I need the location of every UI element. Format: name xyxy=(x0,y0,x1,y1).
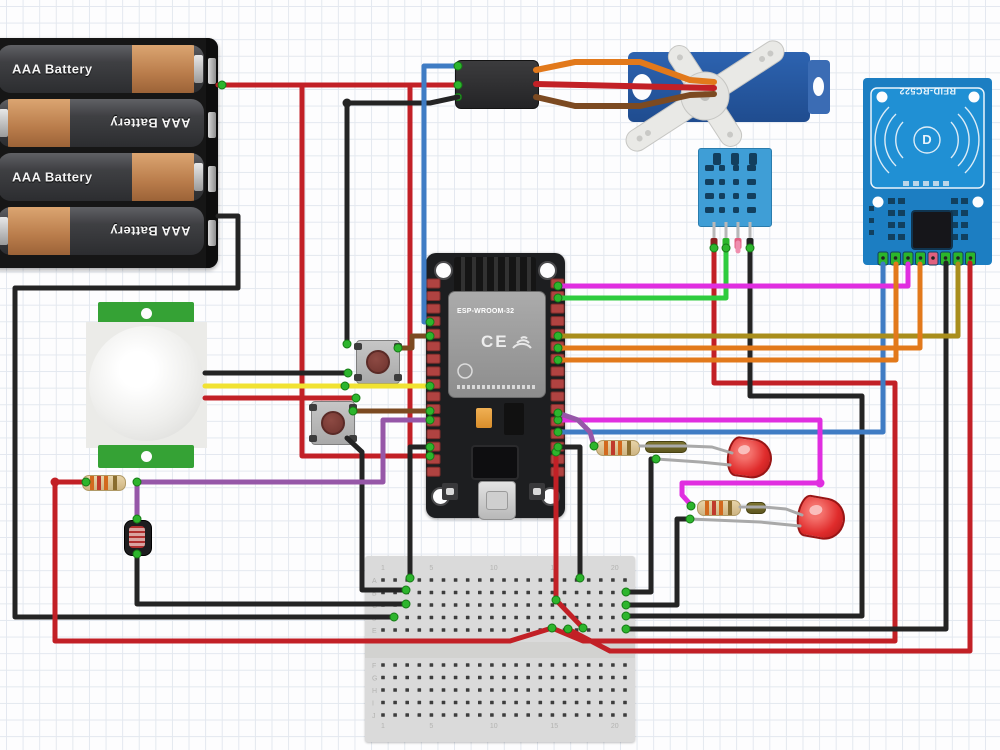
wire-rfid-blue[interactable] xyxy=(555,261,886,435)
battery-cell-label: AAA Battery xyxy=(109,223,191,239)
dht11-leg-tip xyxy=(710,238,718,249)
battery-spring xyxy=(208,58,216,84)
connection-dot xyxy=(651,454,661,464)
esp32-antenna xyxy=(454,257,536,295)
wire-rfid-orange1[interactable] xyxy=(555,261,923,351)
mount-hole xyxy=(538,261,557,280)
connection-dot xyxy=(343,368,353,378)
ce-mark: CE xyxy=(481,332,509,351)
rfid-label: RFID-RC522 xyxy=(899,86,957,96)
button-cap[interactable] xyxy=(366,350,390,374)
battery-cell: AAA Battery xyxy=(0,45,204,93)
pir-dome-lens xyxy=(89,326,204,441)
battery-contacts xyxy=(206,38,218,268)
wire-rfid-olive[interactable] xyxy=(555,261,961,339)
esp32-usb-chip xyxy=(473,447,517,478)
connection-dot xyxy=(721,243,731,253)
connection-dot xyxy=(342,339,352,349)
shield-fine-print xyxy=(457,385,537,389)
pir-motion-sensor[interactable] xyxy=(86,302,207,468)
connection-dot xyxy=(709,243,719,253)
battery-cell: AAA Battery xyxy=(0,153,204,201)
en-button[interactable] xyxy=(442,483,458,500)
push-button-2[interactable] xyxy=(309,401,357,445)
battery-spring xyxy=(208,220,216,246)
connection-dot xyxy=(685,514,695,524)
connection-dot xyxy=(217,80,227,90)
wire-dht-gnd[interactable] xyxy=(625,245,865,619)
wire-led2-magenta[interactable] xyxy=(555,417,823,508)
dht11-sensor[interactable] xyxy=(698,148,772,227)
esp32-shield: ESP-WROOM-32 CE xyxy=(448,291,546,398)
wire-rfid-orange2[interactable] xyxy=(555,261,899,363)
battery-cell: AAA Battery xyxy=(0,99,204,147)
pir-mount-strip xyxy=(98,445,194,468)
wifi-logo-icon xyxy=(512,336,532,349)
battery-spring xyxy=(208,112,216,138)
battery-spring xyxy=(208,166,216,192)
resistor-ldr[interactable] xyxy=(82,475,126,491)
led1-cathode-lead[interactable] xyxy=(654,457,732,467)
wire-junction xyxy=(342,98,352,108)
wire-junction xyxy=(50,477,60,487)
connection-dot xyxy=(340,381,350,391)
photoresistor-ldr[interactable] xyxy=(124,520,152,556)
led2-cathode-lead[interactable] xyxy=(688,517,802,528)
fcc-icon xyxy=(457,363,473,379)
battery-cell: AAA Battery xyxy=(0,207,204,255)
esp32-board[interactable]: ESP-WROOM-32 CE xyxy=(426,253,565,520)
resistor-led2[interactable] xyxy=(697,500,741,516)
button-cap[interactable] xyxy=(321,411,345,435)
connection-dot xyxy=(686,501,696,511)
connection-dot xyxy=(745,243,755,253)
wire-junction xyxy=(815,478,825,488)
resistor-led1[interactable] xyxy=(596,440,640,456)
wire-btn1-brown[interactable] xyxy=(395,333,431,351)
breadboard[interactable] xyxy=(365,556,635,742)
resistor-led2-b[interactable] xyxy=(746,502,766,514)
push-button-1[interactable] xyxy=(354,340,402,384)
mount-hole xyxy=(434,261,453,280)
wire-dht-green[interactable] xyxy=(555,245,729,301)
connection-dot xyxy=(132,477,142,487)
micro-usb-port[interactable] xyxy=(478,481,516,520)
wire-led2-gnd[interactable] xyxy=(625,516,693,608)
esp32-chip-label: ESP-WROOM-32 xyxy=(457,308,515,315)
servo-connector[interactable] xyxy=(455,60,539,109)
battery-cell-label: AAA Battery xyxy=(109,115,191,131)
wire-rfid-magenta[interactable] xyxy=(555,261,911,289)
battery-pack[interactable]: AAA Battery AAA Battery AAA Battery AAA … xyxy=(0,38,218,268)
servo-mount-tab xyxy=(808,60,830,114)
rfid-chip xyxy=(913,212,951,248)
rfid-rc522-module[interactable]: D RFID-RC522 xyxy=(863,78,992,265)
dht11-leg-tip xyxy=(734,238,742,249)
battery-cell-label: AAA Battery xyxy=(12,169,93,185)
svg-text:D: D xyxy=(922,132,931,147)
led-1[interactable] xyxy=(724,435,775,481)
resistor-led1-b[interactable] xyxy=(645,441,687,453)
boot-button[interactable] xyxy=(529,483,545,500)
esp32-capacitor xyxy=(476,408,492,428)
led-2[interactable] xyxy=(793,493,849,543)
esp32-ic xyxy=(504,403,524,435)
dht11-leg-tip xyxy=(746,238,754,249)
battery-cell-label: AAA Battery xyxy=(12,61,93,77)
dht11-leg-tip xyxy=(722,238,730,249)
